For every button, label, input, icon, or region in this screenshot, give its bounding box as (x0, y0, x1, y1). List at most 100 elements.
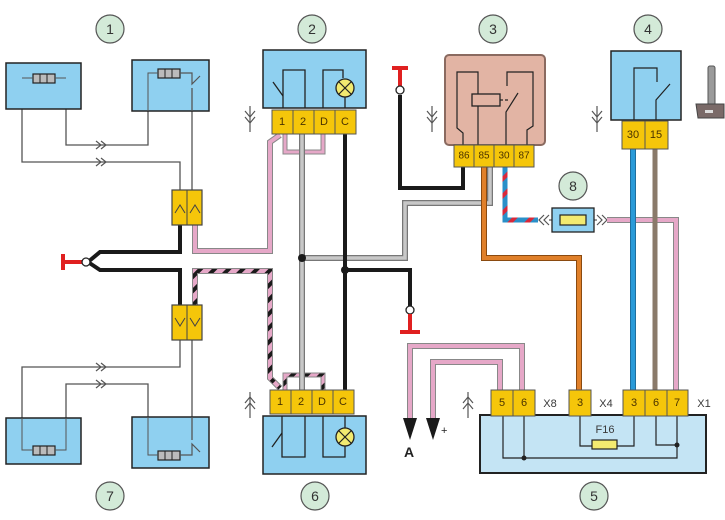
pin-label: 3 (577, 397, 583, 409)
junction-dot (298, 254, 306, 262)
pin-label: 85 (478, 151, 490, 162)
pin-label: C (341, 116, 349, 128)
component-6-rear-lamp: 1 2 D C (262, 389, 367, 475)
pin-label: 15 (650, 129, 662, 141)
connector-symbol-icon (426, 106, 438, 132)
orange-wire-outline (481, 165, 582, 392)
callout-5: 5 (579, 481, 609, 511)
connector-x8: 5 6 X8 (490, 389, 557, 417)
pin-label: 87 (518, 151, 530, 162)
pink-wire-fuse-outline (607, 217, 679, 392)
door-switch-left-box (5, 417, 82, 465)
pink-wire-upper (192, 132, 282, 254)
pink-wires-output (407, 343, 525, 420)
ground-icon (61, 254, 91, 270)
door-switch-right-box (131, 59, 210, 112)
component-2-front-lamp: 1 2 D C (262, 49, 367, 135)
svg-text:3: 3 (489, 21, 497, 37)
pin-label: 6 (653, 397, 659, 409)
svg-text:7: 7 (106, 488, 114, 504)
switch-icon (180, 72, 201, 86)
callout-2: 2 (297, 14, 327, 44)
pin-label: D (318, 396, 326, 408)
connector-x4: 3 X4 (568, 389, 613, 417)
component-8-fuse (551, 207, 595, 233)
ground-icon (392, 66, 408, 95)
blue-red-wire (502, 165, 538, 223)
component-4-ignition-switch: 30 15 (610, 50, 682, 150)
fuse-icon (559, 214, 587, 226)
callout-7: 7 (95, 481, 125, 511)
orange-wire (482, 165, 581, 392)
black-wire-lamp-c (343, 95, 465, 390)
relay-coil-icon (471, 93, 501, 107)
switch-icon (272, 81, 284, 97)
pin-label: 86 (458, 151, 470, 162)
pin-label: 1 (277, 396, 283, 408)
callout-3: 3 (478, 14, 508, 44)
component-5-mounting-block: F16 5 6 X8 3 X4 3 6 7 X1 (479, 389, 711, 474)
callout-6: 6 (300, 481, 330, 511)
pin-label: 30 (627, 129, 639, 141)
component-3-relay: 86 85 30 87 (444, 54, 546, 168)
connector-x1: 3 6 7 X1 (622, 389, 711, 417)
svg-text:2: 2 (308, 21, 316, 37)
connector-label: X8 (543, 398, 556, 410)
pin-label: 2 (298, 396, 304, 408)
callouts: 1 2 3 4 5 6 7 8 (95, 14, 663, 511)
pink-black-wire-lower (192, 268, 283, 391)
callout-1: 1 (95, 14, 125, 44)
connector-symbol-icon (462, 392, 474, 418)
pin-label: 5 (499, 397, 505, 409)
lamp6-connector: 1 2 D C (269, 389, 355, 415)
ground-icon (400, 305, 420, 334)
inline-connector-chevrons (95, 140, 107, 389)
svg-text:5: 5 (590, 488, 598, 504)
arrow-a-icon (403, 418, 417, 440)
lamp-icon (335, 78, 355, 98)
switch-contact-icon (157, 68, 181, 79)
inline-connector-lower (171, 304, 203, 341)
switch-icon (505, 92, 519, 145)
terminal-plus-label: + (441, 425, 447, 437)
switch-contact-icon (157, 450, 181, 461)
switch-icon (271, 432, 283, 448)
switch-contact-icon (32, 445, 56, 456)
relay-connector: 86 85 30 87 (453, 144, 535, 168)
fuse-icon (591, 439, 618, 450)
pin-label: 7 (674, 397, 680, 409)
switch-icon (180, 442, 201, 456)
lamp2-connector: 1 2 D C (271, 109, 357, 135)
junction-dot (341, 266, 349, 274)
inline-connector-upper (171, 189, 203, 226)
pin-label: 6 (521, 397, 527, 409)
key-icon (695, 65, 725, 119)
component-7-door-switches (5, 416, 210, 469)
connector-label: X1 (697, 398, 710, 410)
pink-wire-fuse (607, 218, 678, 392)
door-switch-left-box (5, 62, 82, 110)
wires (21, 78, 679, 450)
arrow-plus-icon (426, 418, 440, 440)
svg-text:1: 1 (106, 21, 114, 37)
callout-4: 4 (633, 14, 663, 44)
terminal-a-label: A (404, 444, 414, 460)
pin-label: 30 (498, 151, 510, 162)
pin-label: D (320, 116, 328, 128)
svg-text:8: 8 (569, 178, 577, 194)
pin-label: 3 (631, 397, 637, 409)
connector-symbol-icon (244, 392, 256, 418)
component-1-door-switches (5, 59, 210, 112)
pin-label: 1 (279, 116, 285, 128)
lamp-icon (335, 427, 355, 447)
switch-icon (655, 83, 671, 120)
switch-contact-icon (32, 73, 56, 84)
ign-connector: 30 15 (621, 120, 669, 150)
black-ground-wires (86, 225, 182, 305)
svg-text:6: 6 (311, 488, 319, 504)
connector-label: X4 (599, 398, 612, 410)
pin-label: 2 (300, 116, 306, 128)
fuse-label: F16 (596, 424, 615, 436)
connector-symbol-icon (244, 106, 256, 132)
